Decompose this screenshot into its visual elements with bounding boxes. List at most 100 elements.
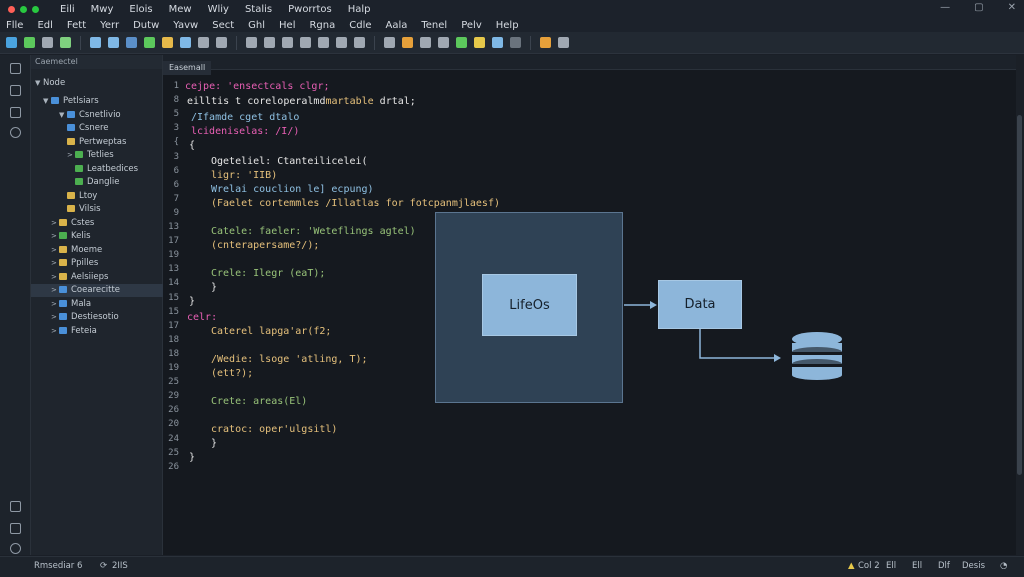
code-line: } [211,282,217,293]
title-menu-item[interactable]: Mwy [90,3,114,15]
window-icon[interactable] [492,37,503,48]
lock-icon[interactable] [384,37,395,48]
warning-status-icon[interactable]: ▲ [848,561,855,571]
menu-item[interactable]: Cdle [349,19,372,31]
tree-item[interactable]: >Tetlies [31,149,198,162]
title-menu-item[interactable]: Eili [60,3,75,15]
tree-item[interactable]: >Aelsiieps [31,271,182,284]
tree-item[interactable]: >Feteia [31,325,182,338]
warning-icon[interactable] [402,37,413,48]
notifications-icon[interactable] [10,543,21,554]
title-menu-item[interactable]: Mew [168,3,192,15]
editor-tab[interactable]: Easemall [163,61,212,75]
tree-item[interactable]: ▼Csnetlivio [31,109,190,122]
menu-item[interactable]: Sect [212,19,235,31]
files-icon[interactable] [10,85,21,96]
title-menu-item[interactable]: Elois [129,3,153,15]
status-left: Rmsediar 6 [34,561,83,571]
menu-item[interactable]: Yerr [100,19,120,31]
run-icon[interactable] [6,37,17,48]
tree-item[interactable]: >Mala [31,298,182,311]
brush-icon[interactable] [198,37,209,48]
tree-item[interactable]: Ltoy [31,190,190,203]
status-cursor[interactable]: Col 2 [858,561,880,571]
tree-item[interactable]: >Ppilles [31,257,182,270]
search-icon[interactable] [10,107,21,118]
tree-item[interactable]: Csnere [31,122,190,135]
tree-item[interactable]: ▼Petlsiars [31,95,174,108]
debug-icon[interactable] [24,37,35,48]
menu-item[interactable]: Hel [279,19,296,31]
menu-item[interactable]: Rgna [309,19,336,31]
tree-root[interactable]: ▼Node [31,77,166,90]
image-icon[interactable] [282,37,293,48]
status-item-2[interactable]: Ell [886,561,897,571]
settings-icon[interactable] [558,37,569,48]
layout-icon[interactable] [90,37,101,48]
code-line: Wrelai couclion le] ecpung) [211,184,374,195]
git-icon[interactable] [144,37,155,48]
minimize-window-button[interactable] [20,5,27,13]
columns-icon[interactable] [108,37,119,48]
frame-icon[interactable] [264,37,275,48]
explorer-icon[interactable] [10,63,21,74]
menu-item[interactable]: Yavw [173,19,199,31]
menu-item[interactable]: Dutw [133,19,160,31]
title-menu-item[interactable]: Wliy [207,3,229,15]
tree-item[interactable]: >Coearecitte [31,284,182,297]
grid-icon[interactable] [246,37,257,48]
menu-item[interactable]: Ghl [248,19,266,31]
menu-item[interactable]: Pelv [461,19,482,31]
status-item-3[interactable]: Ell [912,561,923,571]
close-window-button[interactable] [8,5,15,13]
menu-item[interactable]: Help [495,19,519,31]
tree-item-label: Destiesotio [71,312,119,322]
tree-item[interactable]: Danglie [31,176,198,189]
tree-item[interactable]: >Kelis [31,230,182,243]
settings-gear-icon[interactable] [10,523,21,534]
bookmark-icon[interactable] [318,37,329,48]
editor-scrollbar[interactable] [1016,55,1024,555]
title-menu-item[interactable]: Pworrtos [288,3,332,15]
minimize-icon[interactable]: — [940,2,951,13]
scrollbar-thumb[interactable] [1017,115,1022,475]
share-icon[interactable] [336,37,347,48]
status-item-5[interactable]: Desis [962,561,985,571]
account-icon[interactable] [10,501,21,512]
edit-icon[interactable] [420,37,431,48]
tree-item[interactable]: Pertweptas [31,136,190,149]
terminal-icon[interactable] [456,37,467,48]
status-sync-icon[interactable]: ⟳ [100,561,108,571]
tree-item-label: Csnere [79,123,109,133]
tree-item[interactable]: >Destiesotio [31,311,182,324]
title-menu-item[interactable]: Halp [347,3,371,15]
tree-item[interactable]: Vilsis [31,203,190,216]
tree-item[interactable]: >Moeme [31,244,182,257]
pencil-icon[interactable] [216,37,227,48]
tree-item[interactable]: >Cstes [31,217,182,230]
title-menu-item[interactable]: Stalis [244,3,273,15]
panel-icon[interactable] [126,37,137,48]
restore-icon[interactable]: ▢ [974,2,984,13]
menu-item[interactable]: Fett [66,19,87,31]
chevron-down-icon[interactable] [510,37,521,48]
copy-icon[interactable] [180,37,191,48]
paint-icon[interactable] [438,37,449,48]
folder-icon[interactable] [474,37,485,48]
extension-icon[interactable] [540,37,551,48]
build-icon[interactable] [162,37,173,48]
menu-item[interactable]: Tenel [421,19,448,31]
extensions-icon[interactable] [10,127,21,138]
menu-item[interactable]: Edl [37,19,53,31]
text-icon[interactable] [300,37,311,48]
bell-icon[interactable]: ◔ [1000,561,1008,571]
save-icon[interactable] [42,37,53,48]
menu-item[interactable]: Aala [385,19,408,31]
document-icon[interactable] [354,37,365,48]
close-icon[interactable]: ✕ [1007,2,1016,13]
maximize-window-button[interactable] [32,5,39,13]
status-item-4[interactable]: Dlf [938,561,950,571]
menu-item[interactable]: Flle [6,19,24,31]
tree-item[interactable]: Leatbedices [31,163,198,176]
refresh-icon[interactable] [60,37,71,48]
